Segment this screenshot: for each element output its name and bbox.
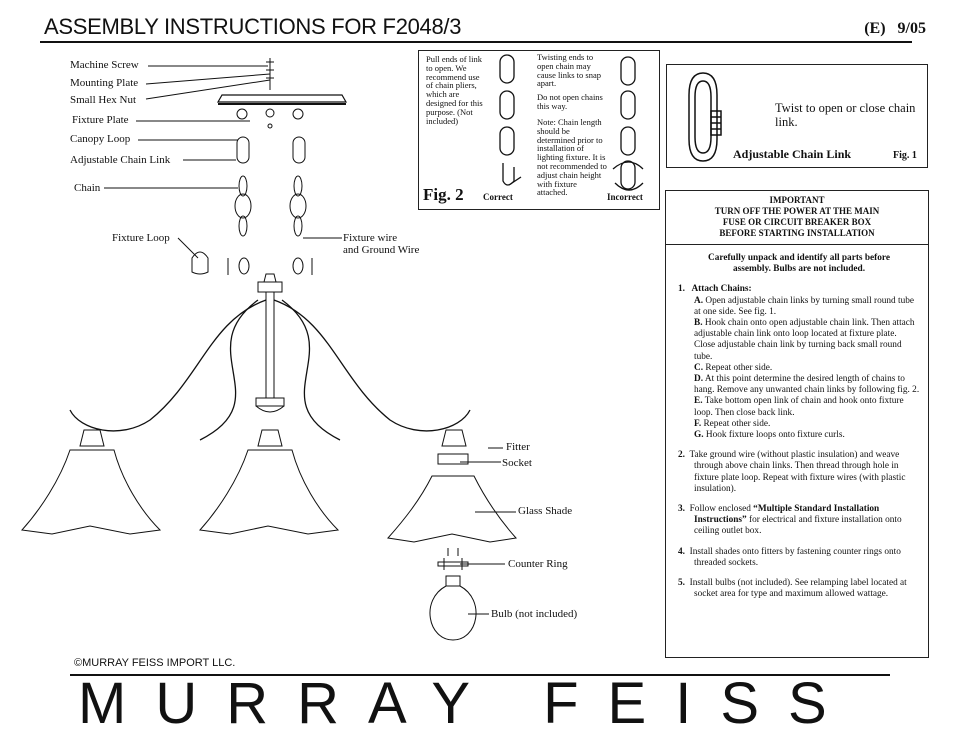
- notice-divider: [666, 244, 928, 245]
- label-fixture-wire: Fixture wire and Ground Wire: [343, 232, 420, 256]
- step-2: 2. Take ground wire (without plastic ins…: [678, 450, 906, 494]
- fig2-right-text-1: Twisting ends to open chain may cause li…: [537, 52, 601, 89]
- fig2-correct: Correct: [483, 192, 513, 202]
- label-fitter: Fitter: [506, 441, 530, 453]
- instructions-panel: IMPORTANT TURN OFF THE POWER AT THE MAIN…: [665, 190, 929, 658]
- label-adjustable-chain-link: Adjustable Chain Link: [70, 154, 171, 166]
- label-fixture-plate: Fixture Plate: [72, 114, 129, 126]
- step-1: 1. Attach Chains: A. Open adjustable cha…: [678, 284, 920, 441]
- label-machine-screw: Machine Screw: [70, 59, 139, 71]
- step-5: 5. Install bulbs (not included). See rel…: [678, 578, 907, 600]
- fig1-panel: Twist to open or close chain link. Adjus…: [666, 64, 928, 168]
- label-chain: Chain: [74, 182, 101, 194]
- fig1-caption: Twist to open or close chain link.: [775, 101, 916, 129]
- step-3: 3. Follow enclosed “Multiple Standard In…: [678, 504, 902, 537]
- label-counter-ring: Counter Ring: [508, 558, 568, 570]
- label-canopy-loop: Canopy Loop: [70, 133, 131, 145]
- chain-link-icon: [688, 72, 722, 162]
- footer-rule: [70, 674, 890, 676]
- label-mounting-plate: Mounting Plate: [70, 77, 139, 89]
- label-glass-shade: Glass Shade: [518, 505, 573, 517]
- instructions-body: Carefully unpack and identify all parts …: [666, 245, 928, 600]
- fig2-right-text-2: Do not open chains this way.: [537, 92, 603, 111]
- important-notice: IMPORTANT TURN OFF THE POWER AT THE MAIN…: [714, 195, 880, 238]
- step-4: 4. Install shades onto fitters by fasten…: [678, 546, 901, 568]
- fig2-right-text-3: Note: Chain length should be determined …: [537, 117, 607, 198]
- doc-code: (E) 9/05: [864, 20, 926, 38]
- fig2-chain-diagram: [499, 54, 644, 191]
- fig2-panel: Pull ends of link to open. We recommend …: [418, 50, 660, 210]
- label-socket: Socket: [502, 457, 532, 469]
- label-small-hex-nut: Small Hex Nut: [70, 94, 136, 106]
- fig1-label: Adjustable Chain Link: [733, 147, 852, 161]
- fig2-title: Fig. 2: [423, 185, 464, 204]
- copyright: ©MURRAY FEISS IMPORT LLC.: [74, 657, 236, 669]
- header-rule: [40, 41, 912, 43]
- fig2-left-text: Pull ends of link to open. We recommend …: [426, 54, 483, 126]
- page-title: ASSEMBLY INSTRUCTIONS FOR F2048/3: [44, 14, 462, 39]
- fig2-incorrect: Incorrect: [607, 192, 643, 202]
- language-code: (E): [864, 20, 886, 37]
- intro: Carefully unpack and identify all parts …: [708, 253, 890, 275]
- revision-date: 9/05: [897, 20, 926, 37]
- label-bulb: Bulb (not included): [491, 608, 578, 620]
- label-fixture-loop: Fixture Loop: [112, 232, 170, 244]
- fig1-tag: Fig. 1: [893, 150, 917, 161]
- brand-logo: MURRAY FEISS: [78, 671, 856, 736]
